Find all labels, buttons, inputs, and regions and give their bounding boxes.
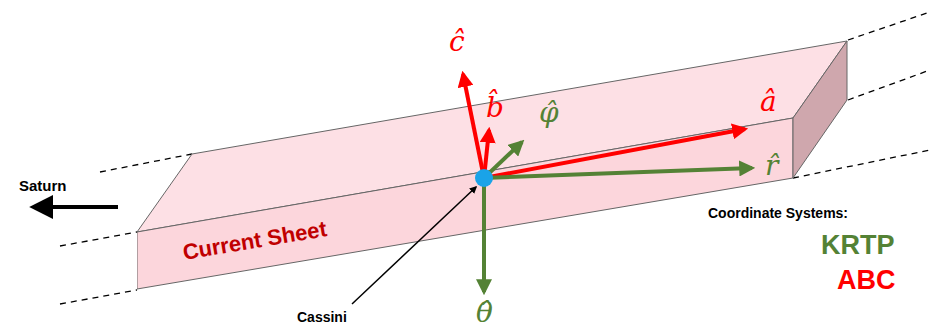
direction-label: Saturn — [19, 178, 67, 195]
axis-label: θ̂ — [476, 298, 493, 329]
spacecraft-label: Cassini — [297, 310, 347, 325]
current-sheet-slab: Current Sheet — [137, 40, 848, 290]
legend-heading: Coordinate Systems: — [708, 206, 848, 221]
sheet-title: Current Sheet — [181, 217, 328, 265]
legend-entry: ABC — [837, 266, 896, 296]
axis-label: b̂ — [486, 93, 504, 124]
axis-label: ĉ — [449, 27, 465, 58]
legend-entry: KRTP — [821, 231, 895, 261]
axis-label: r̂ — [765, 151, 778, 182]
axis-label: â — [760, 87, 777, 118]
axis-label: φ̂ — [539, 98, 559, 129]
